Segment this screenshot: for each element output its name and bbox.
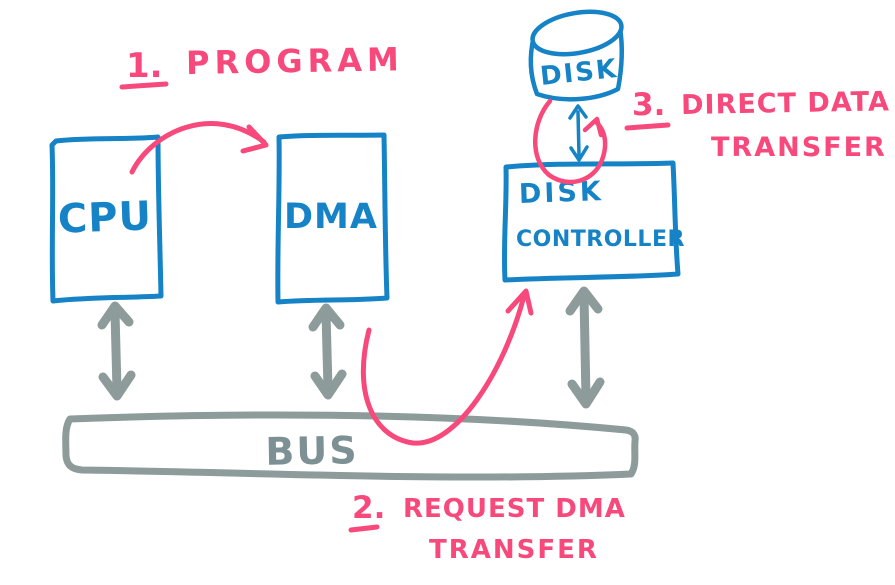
- dma-box: DMA: [275, 132, 390, 305]
- disk-cylinder: DISK: [528, 9, 624, 102]
- dma-box-outline: [275, 132, 390, 305]
- disk-cylinder-top: [530, 9, 624, 57]
- cpu-box-outline: [49, 134, 164, 304]
- step2-text-line2: TRANSFER: [429, 535, 599, 565]
- cpu-bus-arrow-shaft: [110, 307, 122, 395]
- bus-bar: BUS: [62, 411, 639, 481]
- controller-bus-arrow-head-bottom: [567, 377, 605, 409]
- disk-controller-arrow-head-bottom: [569, 145, 589, 162]
- dma-bus-arrow: [308, 303, 347, 400]
- disk-controller-outline: [501, 160, 681, 283]
- dma-bus-arrow-shaft: [321, 308, 333, 394]
- program-arrow-curve: [129, 121, 267, 175]
- request-arrow-head: [505, 288, 534, 316]
- cpu-label: CPU: [57, 193, 153, 242]
- disk-controller-arrow: [568, 104, 589, 162]
- dma-bus-arrow-head-bottom: [310, 369, 347, 400]
- step3-text-line2: TRANSFER: [711, 132, 887, 163]
- step3-underline: [624, 122, 671, 131]
- bus-bar-outline: [62, 411, 639, 481]
- step1-text: PROGRAM: [186, 40, 404, 82]
- disk-controller-label-line2: CONTROLLER: [516, 227, 685, 252]
- cpu-bus-arrow: [97, 301, 136, 401]
- cpu-box: CPU: [49, 134, 164, 304]
- dma-label: DMA: [284, 197, 378, 237]
- annotation-step2: 2. REQUEST DMA TRANSFER: [348, 288, 626, 565]
- program-arrow-head: [240, 124, 269, 154]
- step2-text-line1: REQUEST DMA: [403, 494, 626, 524]
- direct-transfer-loop-curve: [533, 98, 608, 185]
- step1-number: 1.: [126, 46, 163, 86]
- cpu-bus-arrow-head-top: [97, 301, 134, 330]
- step3-number: 3.: [632, 87, 665, 123]
- disk-controller-arrow-shaft: [576, 110, 581, 157]
- step1-underline: [119, 81, 169, 90]
- disk-controller-arrow-head-top: [568, 104, 588, 120]
- controller-bus-arrow-shaft: [579, 291, 591, 404]
- step3-text-line1: DIRECT DATA: [681, 86, 890, 121]
- annotation-step1: 1. PROGRAM: [119, 40, 404, 175]
- bus-label: BUS: [265, 428, 359, 474]
- cpu-bus-arrow-head-bottom: [98, 370, 136, 401]
- annotation-step3: 3. DIRECT DATA TRANSFER: [533, 86, 890, 185]
- controller-bus-arrow: [565, 286, 605, 409]
- step2-underline: [348, 524, 380, 533]
- direct-transfer-loop-head: [582, 116, 604, 138]
- disk-controller-box: DISK CONTROLLER: [501, 160, 685, 283]
- request-arrow-curve: [360, 293, 527, 446]
- controller-bus-arrow-head-top: [565, 286, 603, 316]
- dma-bus-arrow-head-top: [308, 303, 345, 332]
- step2-number: 2.: [352, 490, 385, 526]
